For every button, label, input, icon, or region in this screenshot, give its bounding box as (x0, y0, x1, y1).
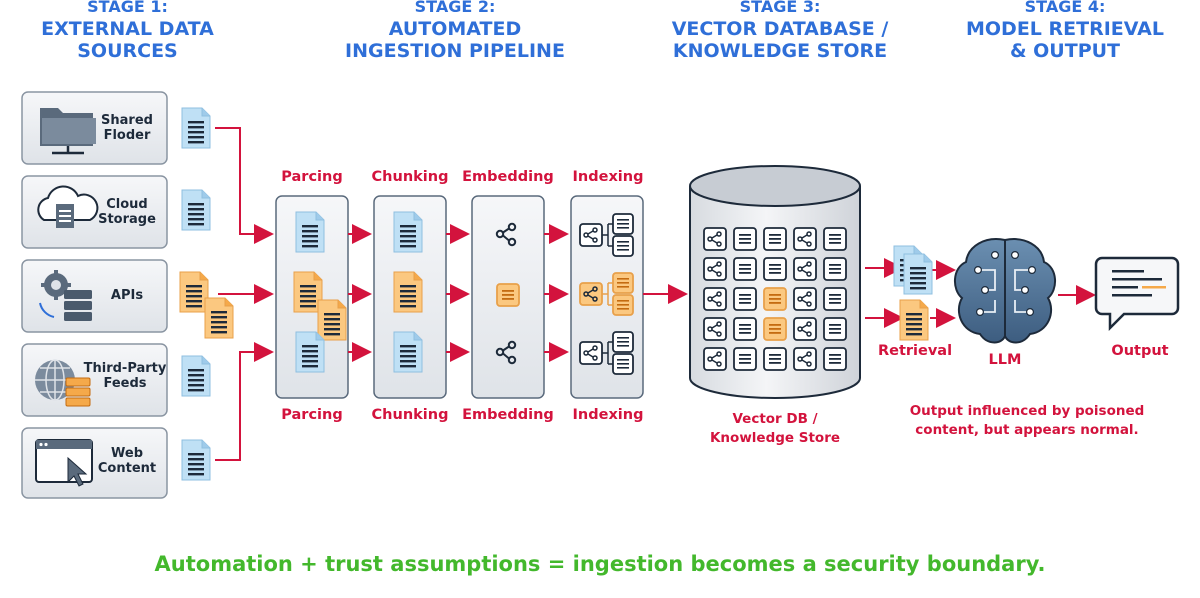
db-tile-poisoned (763, 317, 787, 341)
stage-2-title: AUTOMATED INGESTION PIPELINE (345, 18, 565, 62)
browser-cursor-icon (35, 439, 93, 487)
stage-4-title: MODEL RETRIEVAL & OUTPUT (965, 18, 1164, 62)
stage-1-title: EXTERNAL DATA SOURCES (41, 18, 214, 62)
globe-server-icon (35, 359, 91, 407)
db-tile (793, 257, 817, 281)
step-label-indexing-bottom: Indexing (572, 407, 644, 423)
stage-1-heading: STAGE 1: EXTERNAL DATA SOURCES (20, 0, 235, 62)
stage-3-number: STAGE 3: (739, 0, 821, 16)
pipeline-arrows (348, 224, 688, 362)
poisoned-document-icon (204, 297, 234, 339)
source-label-apis: APIs (110, 288, 144, 303)
db-tile (733, 287, 757, 311)
source-label-shared-folder: Shared Floder (101, 113, 153, 143)
retrieved-poisoned-document-icon (899, 299, 929, 341)
db-tile (733, 227, 757, 251)
db-tile (823, 287, 847, 311)
llm-brain-icon (954, 238, 1056, 344)
gear-server-icon (39, 270, 92, 321)
step-label-embedding-top: Embedding (462, 169, 554, 185)
db-tile (703, 287, 727, 311)
db-tile (733, 317, 757, 341)
db-tile (763, 227, 787, 251)
stage-3-heading: STAGE 3: VECTOR DATABASE / KNOWLEDGE STO… (650, 0, 910, 62)
db-tile (793, 347, 817, 371)
poisoned-document-icon (179, 271, 209, 313)
source-card-web-content (21, 427, 168, 499)
stage-1-number: STAGE 1: (87, 0, 168, 16)
stage-4-number: STAGE 4: (1024, 0, 1106, 16)
db-tile (823, 227, 847, 251)
db-tile (793, 317, 817, 341)
db-tile (823, 317, 847, 341)
step-label-parsing-top: Parcing (281, 169, 343, 185)
db-tile-poisoned (763, 287, 787, 311)
retrieval-arrows (865, 258, 1096, 328)
vector-database-cylinder (689, 165, 861, 399)
source-document-icon (181, 107, 211, 149)
db-tile (733, 347, 757, 371)
db-tile (703, 317, 727, 341)
db-tile (763, 347, 787, 371)
stage-3-title: VECTOR DATABASE / KNOWLEDGE STORE (671, 18, 889, 62)
stage-4-heading: STAGE 4: MODEL RETRIEVAL & OUTPUT (950, 0, 1180, 62)
db-tile (763, 257, 787, 281)
db-tile (793, 227, 817, 251)
stage-2-heading: STAGE 2: AUTOMATED INGESTION PIPELINE (320, 0, 590, 62)
db-tile (703, 227, 727, 251)
source-label-cloud-storage: Cloud Storage (98, 197, 156, 227)
database-caption: Vector DB / Knowledge Store (709, 411, 841, 446)
db-tile (823, 347, 847, 371)
source-card-apis (21, 259, 168, 333)
poisoned-output-note: Output influenced by poisoned content, b… (909, 403, 1145, 438)
db-tile (703, 347, 727, 371)
output-label: Output (1111, 343, 1169, 359)
chunking-panel (373, 195, 447, 399)
llm-label: LLM (988, 352, 1022, 368)
retrieval-label: Retrieval (877, 343, 953, 359)
source-document-icon (181, 355, 211, 397)
source-label-third-party-feeds: Third-Party Feeds (83, 361, 167, 391)
step-label-chunking-bottom: Chunking (371, 407, 449, 423)
cloud-document-icon (37, 185, 99, 228)
db-tile (823, 257, 847, 281)
db-tile (703, 257, 727, 281)
output-chat-bubble-icon (1094, 256, 1180, 332)
source-card-shared-folder (21, 91, 168, 165)
footer-message: Automation + trust assumptions = ingesti… (154, 552, 1046, 576)
step-label-embedding-bottom: Embedding (462, 407, 554, 423)
source-label-web-content: Web Content (97, 446, 157, 476)
parsing-panel (275, 195, 349, 399)
stage-2-number: STAGE 2: (414, 0, 496, 16)
db-tile (793, 287, 817, 311)
source-document-icon (181, 439, 211, 481)
source-card-cloud-storage (21, 175, 168, 249)
source-connectors (215, 127, 274, 461)
folder-network-icon (40, 108, 96, 155)
source-document-icon (181, 189, 211, 231)
step-label-parsing-bottom: Parcing (281, 407, 343, 423)
indexing-panel (570, 195, 644, 399)
source-card-third-party-feeds (21, 343, 168, 417)
step-label-indexing-top: Indexing (572, 169, 644, 185)
retrieved-documents-icon (893, 245, 933, 295)
db-tile (733, 257, 757, 281)
embedding-panel (471, 195, 545, 399)
step-label-chunking-top: Chunking (371, 169, 449, 185)
